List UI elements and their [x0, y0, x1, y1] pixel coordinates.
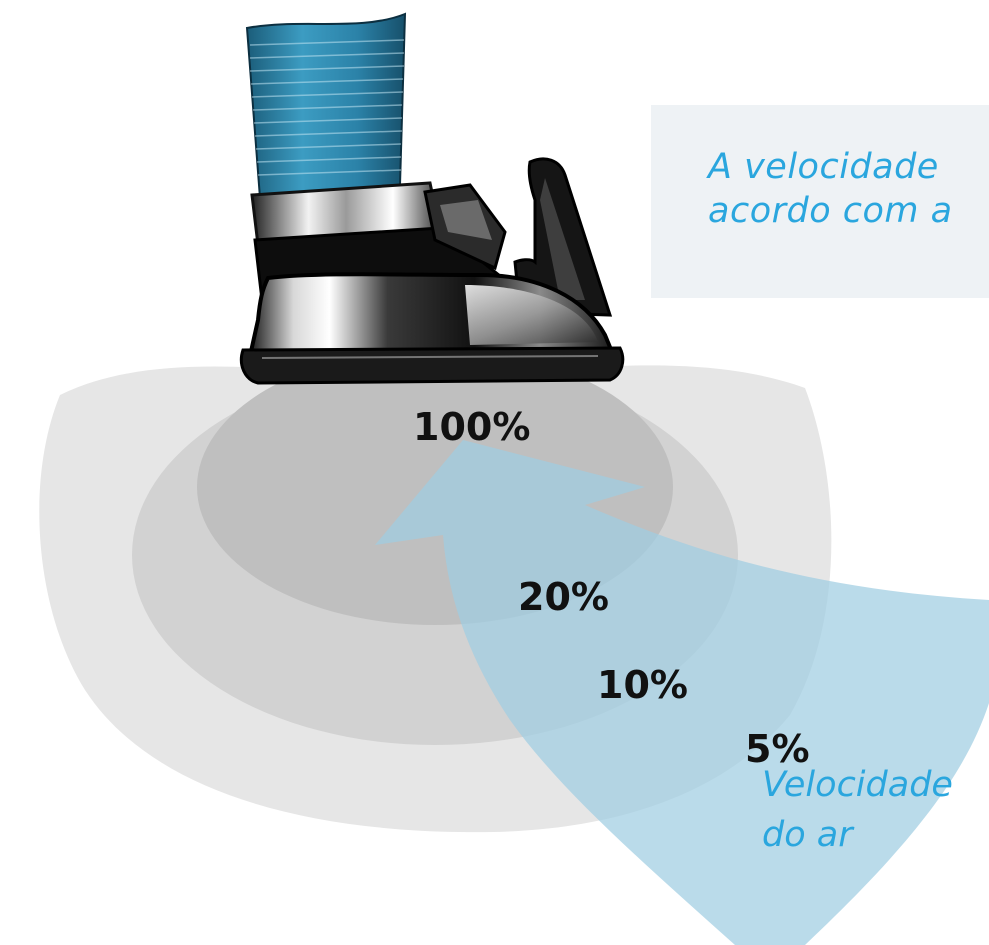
- zone-label-100: 100%: [413, 405, 531, 449]
- info-text-line-2: acordo com a: [708, 191, 953, 231]
- zone-label-10: 10%: [597, 663, 688, 707]
- exhaust-hood-icon: [239, 12, 625, 385]
- info-text-line-1: A velocidade: [708, 147, 939, 187]
- airflow-label-line-2: do ar: [762, 815, 853, 855]
- airflow-arrow: [375, 440, 989, 945]
- info-box: A velocidade acordo com a: [651, 105, 989, 298]
- airflow-label-line-1: Velocidade: [762, 765, 953, 805]
- zone-label-20: 20%: [518, 575, 609, 619]
- zone-label-5: 5%: [745, 727, 810, 771]
- hood-base: [239, 346, 625, 385]
